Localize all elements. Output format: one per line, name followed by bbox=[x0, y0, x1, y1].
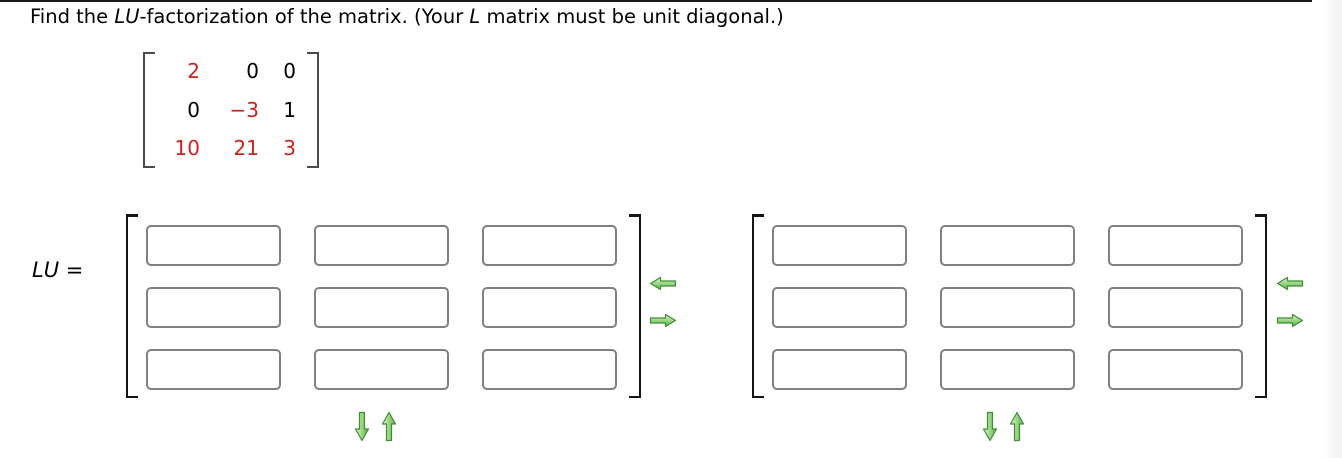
up-arrow-icon bbox=[381, 411, 397, 442]
problem-statement: Find the LU-factorization of the matrix.… bbox=[30, 4, 784, 30]
matrix1-remove-row-button[interactable] bbox=[381, 411, 397, 442]
answer-matrix-1 bbox=[126, 214, 641, 398]
left-bracket bbox=[126, 214, 138, 398]
matrix1-cell-r1c2[interactable] bbox=[314, 225, 449, 266]
matrix-value-r3c3: 3 bbox=[283, 136, 296, 161]
matrix1-cell-r2c3[interactable] bbox=[482, 287, 617, 328]
up-arrow-icon bbox=[1009, 411, 1025, 442]
matrix2-remove-row-button[interactable] bbox=[1009, 411, 1025, 442]
matrix1-cell-r3c3[interactable] bbox=[482, 349, 617, 390]
matrix2-add-row-button[interactable] bbox=[982, 411, 998, 442]
right-arrow-icon bbox=[1276, 313, 1304, 328]
matrix2-add-column-button[interactable] bbox=[1276, 313, 1304, 328]
matrix2-remove-column-button[interactable] bbox=[1276, 276, 1304, 291]
down-arrow-icon bbox=[982, 411, 998, 442]
right-bracket bbox=[307, 52, 319, 168]
matrix-value-r1c1: 2 bbox=[187, 59, 200, 84]
matrix-value-r1c3: 0 bbox=[283, 59, 296, 84]
matrix2-cell-r2c2[interactable] bbox=[940, 287, 1075, 328]
matrix1-row-controls bbox=[354, 411, 397, 442]
matrix1-add-column-button[interactable] bbox=[649, 313, 677, 328]
matrix1-column-controls bbox=[649, 276, 677, 328]
left-bracket bbox=[752, 214, 764, 398]
matrix1-cell-r2c1[interactable] bbox=[146, 287, 281, 328]
given-matrix-values: 2 0 0 0 −3 1 10 21 3 bbox=[162, 52, 296, 168]
matrix1-cell-r3c2[interactable] bbox=[314, 349, 449, 390]
matrix1-add-row-button[interactable] bbox=[354, 411, 370, 442]
statement-segment: matrix must be unit diagonal.) bbox=[480, 5, 784, 28]
top-divider bbox=[0, 0, 1312, 2]
right-edge-shade bbox=[1324, 0, 1342, 458]
matrix1-cell-r1c1[interactable] bbox=[146, 225, 281, 266]
right-arrow-icon bbox=[649, 313, 677, 328]
given-matrix: 2 0 0 0 −3 1 10 21 3 bbox=[143, 52, 319, 168]
matrix2-cell-r1c3[interactable] bbox=[1108, 225, 1243, 266]
answer-matrix-1-grid bbox=[146, 214, 617, 398]
right-bracket bbox=[629, 214, 641, 398]
statement-segment-italic: LU bbox=[114, 5, 140, 28]
matrix1-cell-r1c3[interactable] bbox=[482, 225, 617, 266]
answer-matrix-2 bbox=[752, 214, 1267, 398]
matrix1-cell-r3c1[interactable] bbox=[146, 349, 281, 390]
matrix2-cell-r1c1[interactable] bbox=[772, 225, 907, 266]
matrix1-remove-column-button[interactable] bbox=[649, 276, 677, 291]
matrix2-cell-r2c3[interactable] bbox=[1108, 287, 1243, 328]
matrix-value-r1c2: 0 bbox=[246, 59, 259, 84]
matrix2-cell-r3c3[interactable] bbox=[1108, 349, 1243, 390]
statement-segment: Find the bbox=[30, 5, 115, 28]
statement-segment: -factorization of the matrix. (Your bbox=[139, 5, 470, 28]
matrix2-cell-r1c2[interactable] bbox=[940, 225, 1075, 266]
matrix2-row-controls bbox=[982, 411, 1025, 442]
down-arrow-icon bbox=[354, 411, 370, 442]
matrix-value-r2c3: 1 bbox=[283, 97, 296, 122]
matrix2-cell-r3c1[interactable] bbox=[772, 349, 907, 390]
matrix2-column-controls bbox=[1276, 276, 1304, 328]
equation-equals: = bbox=[59, 258, 84, 282]
matrix-value-r3c1: 10 bbox=[174, 136, 200, 161]
left-arrow-icon bbox=[1276, 276, 1304, 291]
answer-matrix-2-grid bbox=[772, 214, 1243, 398]
statement-segment-italic: L bbox=[469, 5, 481, 28]
matrix-value-r3c2: 21 bbox=[233, 136, 259, 161]
matrix-value-r2c2: −3 bbox=[229, 97, 259, 122]
matrix2-cell-r2c1[interactable] bbox=[772, 287, 907, 328]
left-arrow-icon bbox=[649, 276, 677, 291]
matrix-value-r2c1: 0 bbox=[187, 97, 200, 122]
right-bracket bbox=[1255, 214, 1267, 398]
equation-lhs: LU bbox=[32, 258, 60, 282]
equation-label: LU = bbox=[32, 258, 83, 282]
matrix2-cell-r3c2[interactable] bbox=[940, 349, 1075, 390]
matrix1-cell-r2c2[interactable] bbox=[314, 287, 449, 328]
left-bracket bbox=[143, 52, 155, 168]
